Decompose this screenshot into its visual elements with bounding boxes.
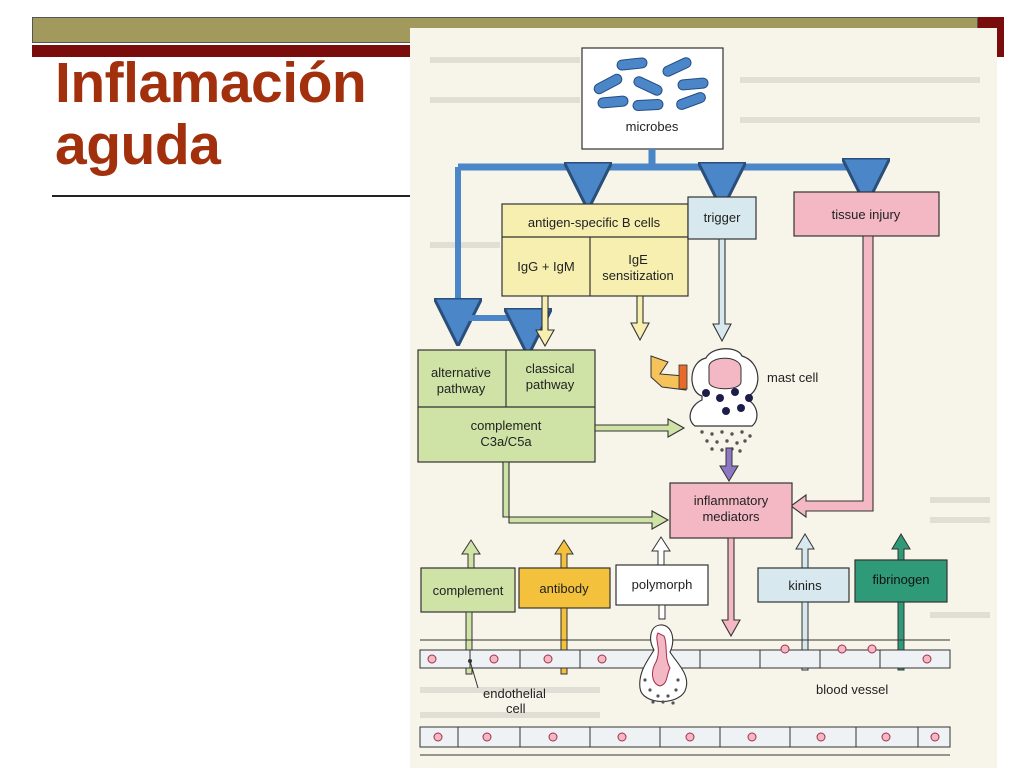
kinins-label: kinins — [788, 578, 822, 593]
complement-c3a-line-2: C3a/C5a — [480, 434, 532, 449]
mediators-to-vessel-arrow — [721, 537, 741, 638]
trigger-box: trigger — [687, 196, 757, 240]
blood-vessel-bottom-wall — [419, 726, 951, 756]
trigger-label: trigger — [704, 210, 742, 225]
hollow-arrows-top — [535, 295, 650, 348]
alternative-pathway-line-1: alternative — [431, 365, 491, 380]
ige-label-line-2: sensitization — [602, 268, 674, 283]
mast-cell-to-mediators-arrow — [719, 447, 739, 482]
classical-pathway-line-1: classical — [525, 361, 574, 376]
microbe-arrows — [458, 149, 866, 332]
endothelial-pointer-line — [469, 660, 479, 689]
complement-c3a-line-1: complement — [471, 418, 542, 433]
endothelial-cell-label-line-2: cell — [506, 701, 526, 716]
mast-cell-granules — [702, 388, 753, 415]
slide-title-line-2: aguda — [55, 113, 221, 177]
kinins-box: kinins — [757, 567, 850, 603]
upward-arrows — [461, 533, 911, 568]
complement-box: complement — [420, 567, 516, 613]
b-cells-label: antigen-specific B cells — [528, 215, 661, 230]
polymorph-box: polymorph — [615, 564, 709, 606]
fibrinogen-box: fibrinogen — [854, 559, 948, 603]
inflammation-diagram: microbes antigen-specific B cells IgG + … — [410, 28, 997, 768]
endothelial-cell-label-line-1: endothelial — [483, 686, 546, 701]
slide-title: Inflamación aguda — [55, 52, 415, 176]
slide-title-line-1: Inflamación — [55, 51, 367, 115]
ige-label-line-1: IgE — [628, 252, 648, 267]
complement-arrows — [502, 418, 686, 530]
alternative-pathway-line-2: pathway — [437, 381, 486, 396]
tissue-injury-arrow — [790, 235, 874, 519]
blood-vessel-label: blood vessel — [816, 682, 888, 697]
inflammatory-mediators-box: inflammatory mediators — [669, 482, 793, 539]
microbe-icon — [593, 57, 709, 112]
mast-cell: mast cell — [650, 348, 818, 453]
mast-cell-label: mast cell — [767, 370, 818, 385]
mediators-line-2: mediators — [702, 509, 760, 524]
mediators-line-1: inflammatory — [694, 493, 769, 508]
diagram-svg: microbes antigen-specific B cells IgG + … — [417, 47, 990, 756]
complement-pathway-box: alternative pathway classical pathway co… — [417, 349, 596, 463]
box-stems — [465, 601, 905, 675]
b-cells-box: antigen-specific B cells IgG + IgM IgE s… — [501, 203, 689, 297]
tissue-injury-label: tissue injury — [832, 207, 901, 222]
polymorph-label: polymorph — [632, 577, 693, 592]
fibrinogen-label: fibrinogen — [872, 572, 929, 587]
title-underline — [52, 195, 412, 197]
classical-pathway-line-2: pathway — [526, 377, 575, 392]
antibody-box: antibody — [518, 567, 611, 609]
complement-label: complement — [433, 583, 504, 598]
trigger-arrow — [712, 238, 732, 343]
polymorph-migrating — [639, 624, 688, 705]
microbes-box: microbes — [581, 47, 724, 150]
tissue-injury-box: tissue injury — [793, 191, 940, 237]
blood-vessel-top-wall — [419, 639, 951, 689]
background-texture — [420, 57, 990, 718]
igg-igm-label: IgG + IgM — [517, 259, 574, 274]
microbes-label: microbes — [626, 119, 679, 134]
antibody-label: antibody — [539, 581, 589, 596]
